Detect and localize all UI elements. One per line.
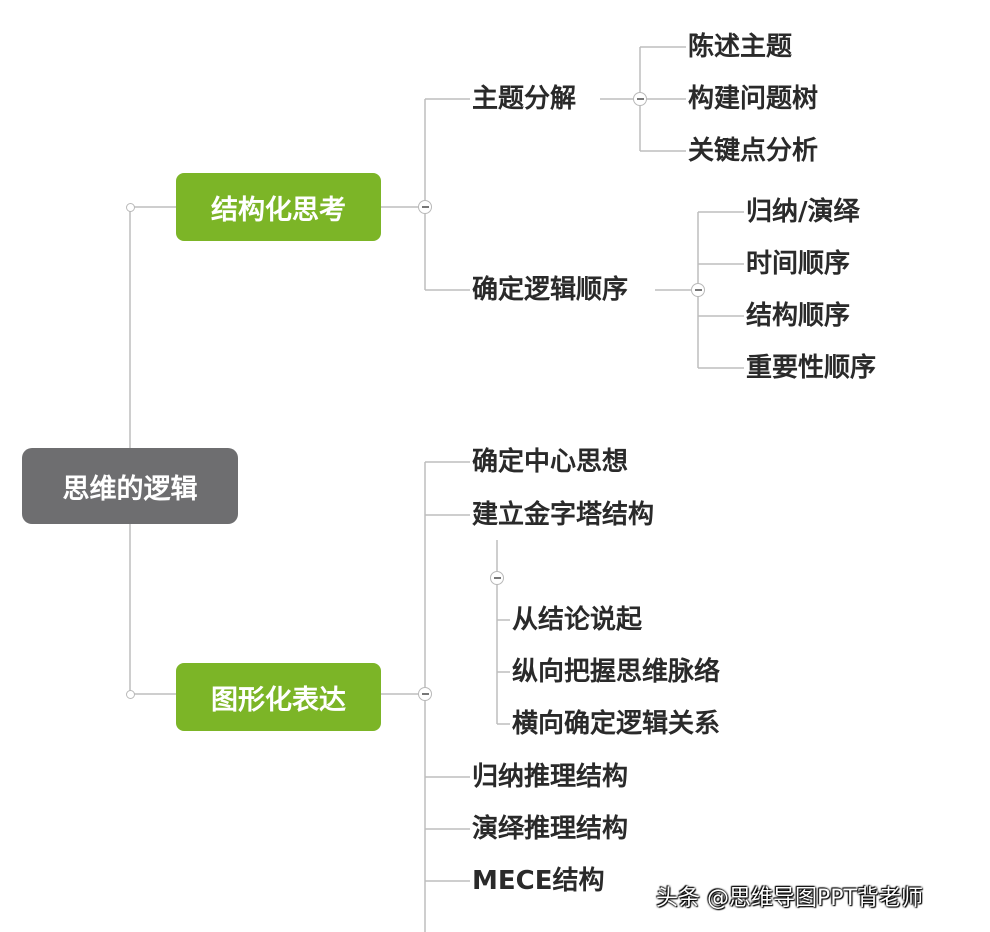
- collapse-toggle-branch1[interactable]: [418, 200, 432, 214]
- root-node[interactable]: 思维的逻辑: [22, 448, 238, 524]
- node-central-idea[interactable]: 确定中心思想: [472, 447, 629, 477]
- root-connector-dot-bottom: [126, 690, 135, 699]
- node-horizontal-logic[interactable]: 横向确定逻辑关系: [512, 709, 721, 739]
- node-pyramid-structure[interactable]: 建立金字塔结构: [472, 500, 655, 530]
- node-importance-order[interactable]: 重要性顺序: [746, 353, 877, 383]
- branch-graphic-expression[interactable]: 图形化表达: [176, 663, 381, 731]
- branch-structured-thinking[interactable]: 结构化思考: [176, 173, 381, 241]
- collapse-toggle-pyramid[interactable]: [490, 571, 504, 585]
- node-start-from-conclusion[interactable]: 从结论说起: [512, 605, 643, 635]
- node-key-point-analysis[interactable]: 关键点分析: [688, 136, 819, 166]
- node-induction-deduction[interactable]: 归纳/演绎: [746, 197, 860, 227]
- collapse-toggle-logic-order[interactable]: [691, 283, 705, 297]
- node-vertical-thinking[interactable]: 纵向把握思维脉络: [512, 657, 721, 687]
- branch-label: 结构化思考: [211, 194, 346, 226]
- node-state-topic[interactable]: 陈述主题: [688, 32, 793, 62]
- node-time-order[interactable]: 时间顺序: [746, 249, 851, 279]
- connector-order-children: [698, 211, 744, 369]
- node-deductive-structure[interactable]: 演绎推理结构: [472, 814, 629, 844]
- node-structure-order[interactable]: 结构顺序: [746, 301, 851, 331]
- node-logic-order[interactable]: 确定逻辑顺序: [472, 275, 629, 305]
- root-node-label: 思维的逻辑: [62, 473, 198, 505]
- connector-branch2-children: [425, 461, 470, 882]
- collapse-toggle-branch2[interactable]: [418, 687, 432, 701]
- connector-pyramid-children: [497, 619, 510, 725]
- connector-topic-children: [640, 46, 686, 152]
- node-mece-structure[interactable]: MECE结构: [472, 866, 605, 896]
- root-connector-dot-top: [126, 203, 135, 212]
- node-inductive-structure[interactable]: 归纳推理结构: [472, 762, 629, 792]
- branch-label: 图形化表达: [211, 684, 346, 716]
- node-topic-split[interactable]: 主题分解: [472, 84, 577, 114]
- node-issue-tree[interactable]: 构建问题树: [688, 84, 819, 114]
- watermark: 头条 @思维导图PPT背老师: [656, 886, 923, 911]
- collapse-toggle-topic-split[interactable]: [633, 92, 647, 106]
